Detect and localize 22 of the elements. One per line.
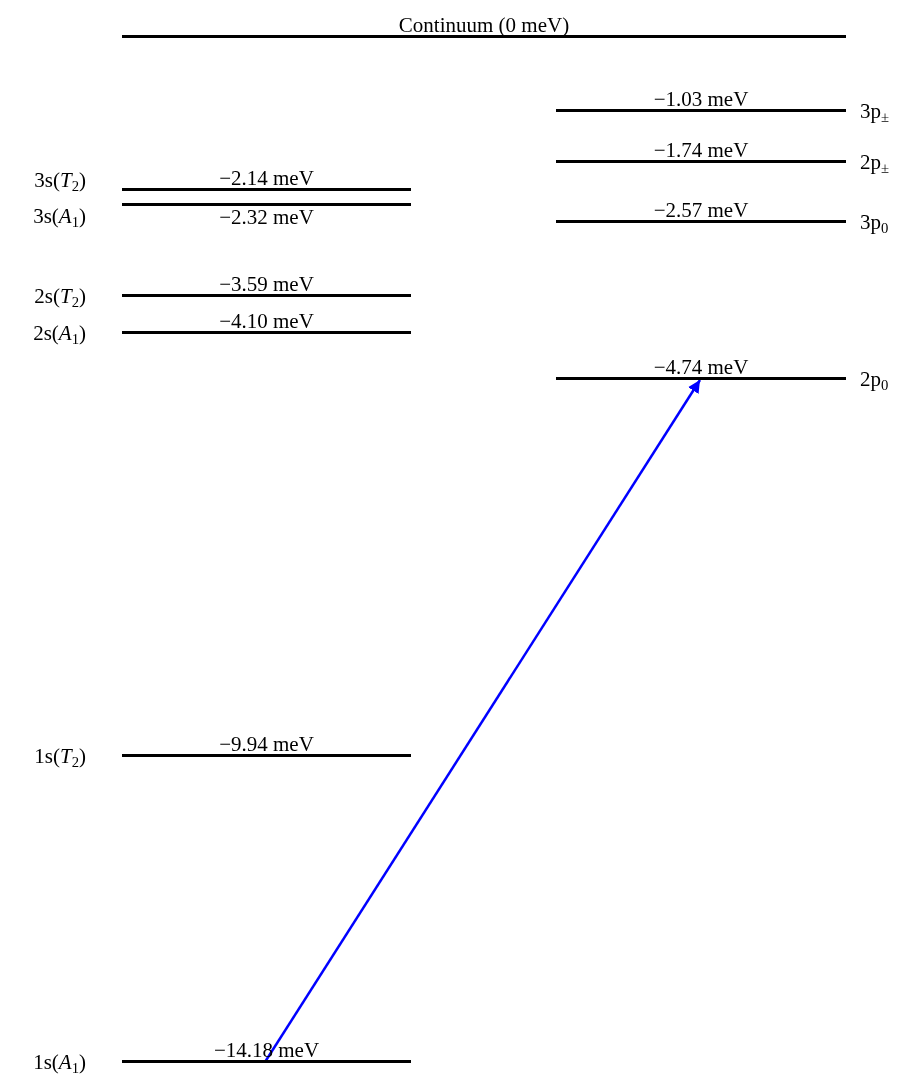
energy-level: −4.10 meV bbox=[122, 310, 411, 334]
transition-arrow bbox=[263, 379, 702, 1063]
state-label: 1s(A$_{1}$) bbox=[33, 1051, 86, 1073]
state-label: 3s(T$_{2}$) bbox=[34, 169, 86, 191]
state-label: 1s(T$_{2}$) bbox=[34, 745, 86, 767]
energy-level: −2.32 meV bbox=[122, 203, 411, 227]
state-label: 2s(A$_{1}$) bbox=[33, 322, 86, 344]
energy-level: −4.74 meV bbox=[556, 356, 846, 380]
energy-level: −14.18 meV bbox=[122, 1039, 411, 1063]
energy-level: −2.57 meV bbox=[556, 199, 846, 223]
energy-level: Continuum (0 meV) bbox=[122, 14, 846, 38]
state-label: 3p$_{0}$ bbox=[860, 211, 889, 233]
energy-level: −3.59 meV bbox=[122, 273, 411, 297]
energy-level: −1.74 meV bbox=[556, 139, 846, 163]
energy-level: −2.14 meV bbox=[122, 167, 411, 191]
state-label: 3s(A$_{1}$) bbox=[33, 205, 86, 227]
energy-level: −1.03 meV bbox=[556, 88, 846, 112]
state-label: 2p$_{±}$ bbox=[860, 151, 890, 173]
state-label: 2s(T$_{2}$) bbox=[34, 285, 86, 307]
state-label: 3p$_{±}$ bbox=[860, 100, 890, 122]
state-label: 2p$_{0}$ bbox=[860, 368, 889, 390]
energy-level: −9.94 meV bbox=[122, 733, 411, 757]
